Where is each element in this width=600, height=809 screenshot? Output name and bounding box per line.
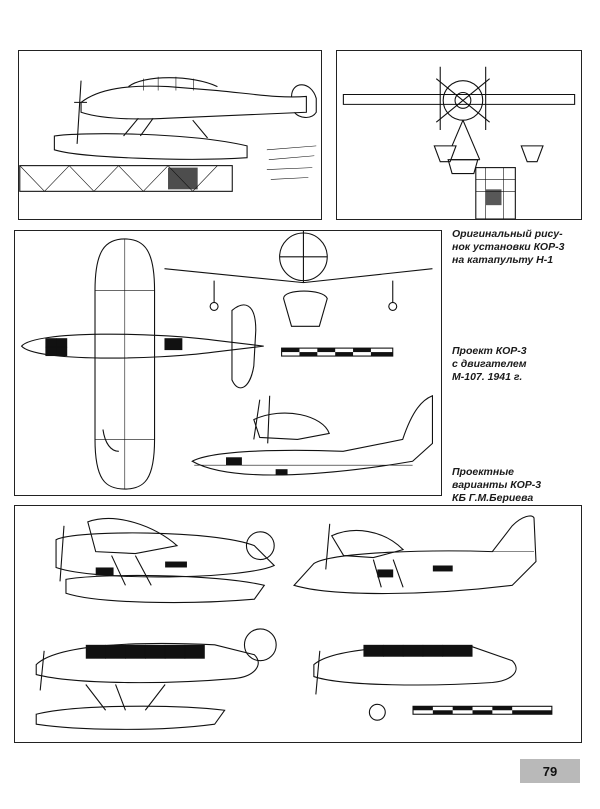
m107-project-drawing	[14, 230, 442, 496]
caption-variants: Проектные варианты КОР-3 КБ Г.М.Бериева	[452, 466, 542, 504]
catapult-side-drawing	[18, 50, 322, 220]
variants-drawing	[14, 505, 582, 743]
caption-catapult: Оригинальный рису- нок установки КОР-3 н…	[452, 228, 565, 266]
caption-m107: Проект КОР-3 с двигателем М-107. 1941 г.	[452, 345, 527, 383]
page-number: 79	[520, 759, 580, 783]
catapult-front-drawing	[336, 50, 582, 220]
